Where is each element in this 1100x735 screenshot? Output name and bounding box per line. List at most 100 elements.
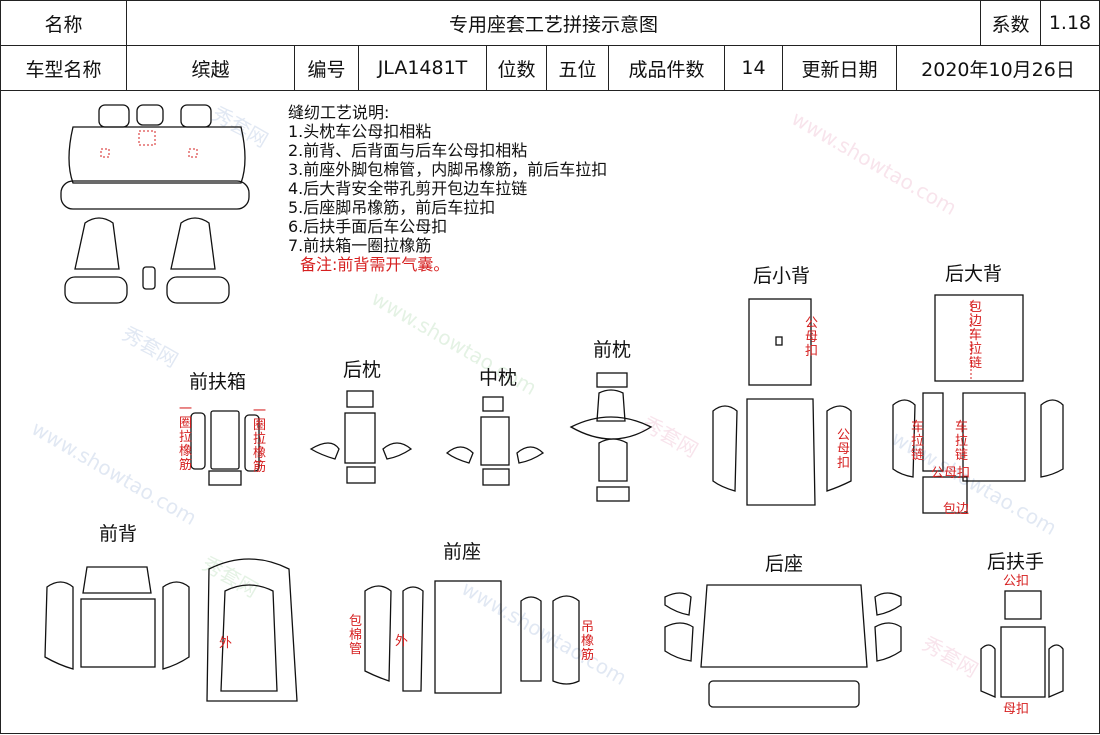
big-back-note: 包边 (943, 502, 969, 517)
front-back-face (80, 598, 156, 668)
label-rear-small-back: 后小背 (753, 265, 811, 287)
model-value-cell: 缤越 (127, 46, 295, 91)
armbox-side-panel (244, 414, 260, 472)
front-back-note: 外 (219, 636, 232, 651)
front-seat-side (520, 596, 542, 682)
big-back-front (934, 294, 1024, 382)
note-char: 车 (969, 327, 982, 343)
date-value-cell: 2020年10月26日 (897, 46, 1099, 91)
big-back-lower (922, 476, 968, 514)
note-char: 车 (955, 419, 968, 435)
middle-headrest-side (516, 446, 545, 464)
name-label-cell: 名称 (1, 1, 127, 46)
armrest-face (1000, 626, 1046, 698)
middle-headrest-top (482, 396, 504, 412)
rear-small-back-pattern: 公 母 扣 公 母 扣 (712, 298, 854, 506)
overview-rear-back (68, 126, 246, 184)
rear-seat-corner (664, 592, 692, 616)
note-char: 公 (805, 316, 818, 331)
label-rear-armrest: 后扶手 (987, 551, 1045, 573)
note-char: 拉 (253, 432, 266, 447)
label-front-seat: 前座 (443, 541, 482, 563)
note-char: 母 (837, 442, 850, 457)
armbox-notes: 一 圈 拉 橡 筋 一 圈 拉 橡 筋 (179, 402, 266, 475)
rear-seat-cushion (700, 584, 868, 668)
small-back-hole (775, 336, 783, 346)
front-seat-cushion (434, 580, 502, 694)
note-item: 3.前座外脚包棉管，内脚吊橡筋，前后车拉扣 (288, 160, 608, 179)
big-back-side (892, 399, 916, 478)
note-item: 1.头枕车公母扣相粘 (288, 122, 432, 141)
front-back-side (162, 581, 190, 670)
note-char: 棉 (349, 628, 362, 643)
note-char: 橡 (253, 446, 266, 461)
note-char: 一 (253, 404, 266, 419)
label-rear-seat: 后座 (765, 553, 804, 575)
front-back-pattern: 外 (44, 558, 298, 702)
note-char: 圈 (253, 418, 266, 433)
middle-headrest-side (445, 446, 474, 464)
note-char: 拉 (955, 434, 968, 449)
small-back-main (746, 398, 816, 506)
small-back-side (712, 405, 738, 492)
note-char: 拉 (179, 430, 192, 445)
armbox-front-panel (208, 470, 242, 486)
front-back-rear-inner (220, 584, 278, 692)
seats-label-cell: 位数 (487, 46, 547, 91)
front-seat-side (364, 585, 392, 682)
note-char: 筋 (253, 459, 266, 475)
front-back-top (82, 566, 152, 594)
rear-headrest-side (309, 442, 340, 460)
note-char: 管 (349, 642, 362, 657)
overview-front-seat (170, 217, 216, 270)
big-back-note: 车 拉 链 (911, 419, 928, 463)
overview-front-cushion (166, 276, 230, 304)
front-headrest-back (598, 438, 628, 482)
armrest-note: 母扣 (1003, 702, 1029, 717)
front-seat-note: 包 棉 管 (349, 614, 366, 657)
front-headrest-bottom (596, 486, 630, 502)
note-char: 筋 (581, 647, 594, 663)
big-back-note: 公母扣 (931, 466, 970, 481)
code-value-cell: JLA1481T (359, 46, 487, 91)
note-char: 一 (179, 402, 192, 417)
armrest-top (1004, 590, 1042, 620)
rear-seat-front-band (708, 680, 860, 708)
middle-headrest-body (480, 416, 510, 466)
overview-armbox (142, 266, 156, 290)
coef-value-cell: 1.18 (1041, 1, 1099, 46)
front-seat-note: 外 (395, 634, 408, 649)
small-back-note: 公 母 扣 (837, 428, 854, 471)
note-char: 链 (969, 356, 982, 371)
rear-seat-corner (664, 622, 694, 662)
front-armbox-pattern (190, 410, 260, 486)
armrest-note: 公扣 (1003, 574, 1029, 589)
note-char: 链 (911, 448, 924, 463)
notes-remark: 备注:前背需开气囊。 (300, 255, 450, 274)
front-back-rear-panel (206, 558, 298, 702)
note-item: 4.后大背安全带孔剪开包边车拉链 (288, 179, 528, 198)
rear-armrest-pattern: 公扣 母扣 (980, 574, 1064, 717)
big-back-strip (922, 392, 944, 472)
big-back-side (1040, 399, 1064, 478)
armrest-side (980, 644, 996, 698)
rear-seat-corner (874, 592, 902, 616)
code-label-cell: 编号 (295, 46, 359, 91)
rear-headrest-body (344, 412, 376, 464)
pieces-label-cell: 成品件数 (609, 46, 725, 91)
label-front-armbox: 前扶箱 (189, 371, 247, 393)
note-char: 筋 (179, 457, 192, 473)
note-char: 橡 (179, 444, 192, 459)
middle-headrest-bottom (482, 468, 510, 486)
label-front-headrest: 前枕 (593, 339, 632, 361)
label-rear-headrest: 后枕 (343, 359, 382, 381)
rear-big-back-pattern: 包 边 车 拉 链 车 拉 链 车 拉 链 公母扣 包边 (892, 294, 1064, 517)
overview-headrest (98, 104, 130, 128)
note-char: 公 (837, 428, 850, 443)
front-headrest-pattern (569, 372, 653, 502)
note-char: 扣 (805, 344, 818, 359)
note-char: 拉 (911, 434, 924, 449)
overview-front-seat (74, 217, 120, 270)
